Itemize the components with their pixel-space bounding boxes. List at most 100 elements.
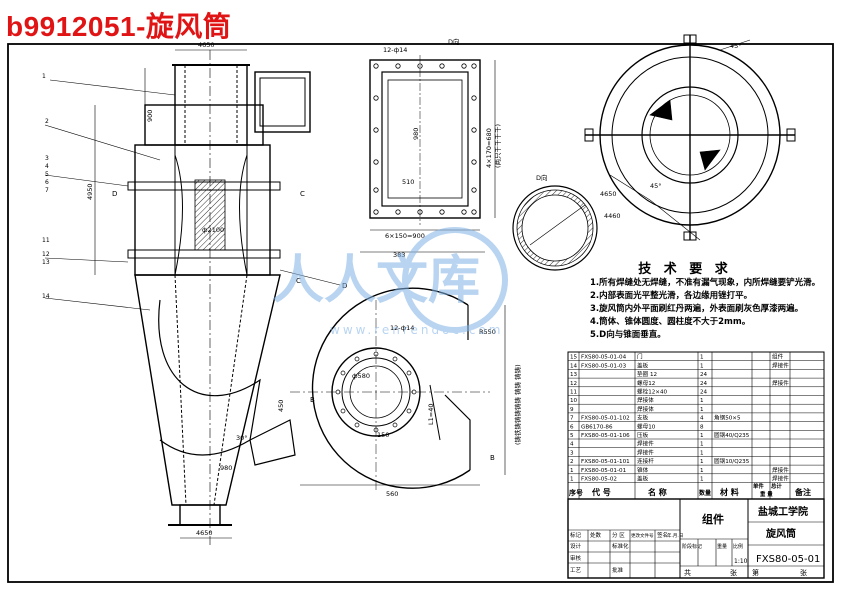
bom-cell-name: 焊接件 [637, 448, 654, 456]
bom-cell-mat: 圆钢10/Q235 [714, 457, 750, 465]
part-type: 组件 [702, 512, 724, 526]
title-block-text: 组件 盐城工学院 旋风筒 FXS80-05-01 1:10 标记 处数 分 区 … [570, 505, 820, 577]
bom-cell-qty: 4 [700, 416, 704, 422]
bom-head-code: 代 号 [591, 487, 611, 497]
dim-top-width: 4650 [198, 41, 215, 49]
callout-11: 11 [42, 237, 50, 244]
drawing-number: FXS80-05-01 [756, 554, 820, 565]
scale-value: 1:10 [734, 558, 748, 565]
bom-row-lines [568, 360, 824, 483]
bom-cell-n: 1 [570, 468, 574, 474]
bom-cell-n: 5 [570, 433, 574, 439]
tb-change: 更改文件号 [631, 532, 654, 539]
bom-cell-n: 6 [570, 424, 574, 430]
tb-sheet-unit: 张 [800, 568, 807, 577]
tech-item: 2.内部表面光平整光滑，各边缘用锉打平。 [590, 291, 753, 301]
bom-cell-qty: 24 [700, 372, 708, 378]
bom-header: 序号 代 号 名 称 数量 材 料 单件 总计 重 量 备注 [568, 482, 811, 498]
callout-1: 1 [42, 73, 46, 80]
tb-approve: 批准 [612, 566, 624, 574]
view-d2-label: D向 [536, 173, 548, 182]
bom-cell-name: 焊接体 [637, 396, 654, 404]
bom-cell-n: 14 [570, 363, 578, 369]
spiral-volute-view [290, 287, 506, 490]
dim-flange-bolts: 12-ф14 [390, 324, 414, 332]
bom-cell-code: FXS80-05-01-03 [581, 363, 627, 369]
dim-plate-holes: 12-ф14 [383, 46, 407, 54]
tb-process: 工艺 [570, 567, 582, 574]
bom-cell-note: 焊接件 [772, 466, 789, 474]
bom-cell-qty: 1 [700, 450, 704, 456]
bom-cell-qty: 1 [700, 442, 704, 448]
label-c-right: C [300, 190, 305, 198]
flange-bolt-holes [335, 351, 417, 433]
dim-total-height: 4950 [86, 183, 94, 200]
dim-flange-diameter: ф580 [352, 372, 370, 380]
bom-cell-note: 焊接件 [772, 361, 789, 369]
bom-cell-qty: 24 [700, 390, 708, 396]
dim-ring-d2: 4460 [604, 212, 621, 220]
bom-head-weight: 重 量 [760, 490, 773, 498]
tb-sheets-total: 共 [684, 568, 691, 577]
bom-cell-n: 10 [570, 398, 578, 404]
bom-cell-n: 13 [570, 372, 578, 378]
dim-ring-d1: 4650 [600, 190, 617, 198]
dim-bottom-width: 4650 [196, 529, 213, 537]
dim-spiral-note: (铸铁铸铸铸铸铸 铸铸 铸铸) [513, 364, 522, 445]
bom-cell-code: FXS80-05-01-102 [581, 416, 630, 422]
bom-cell-n: 9 [570, 407, 574, 413]
bom-cell-qty: 1 [700, 468, 704, 474]
tb-sign: 签名 [657, 531, 668, 539]
dim-plate-outer: 383 [393, 251, 405, 259]
bom-cell-name: 垫圈 12 [637, 370, 657, 378]
bom-cell-qty: 1 [700, 433, 704, 439]
plate-view [360, 55, 496, 253]
bom-cell-name: 压板 [637, 431, 649, 439]
bom-cell-name: 螺母10 [637, 422, 656, 430]
dim-angle-30: 30° [236, 434, 248, 442]
bom-cell-qty: 1 [700, 477, 704, 483]
d-view-ring [512, 185, 598, 271]
callout-4: 4 [45, 163, 49, 170]
bom-cell-qty: 1 [700, 459, 704, 465]
bom-cell-n: 1 [570, 477, 574, 483]
bom-cell-qty: 1 [700, 355, 704, 361]
label-d-arrow: D [342, 282, 347, 290]
bom-cell-qty: 24 [700, 381, 708, 387]
bom-cell-name: 盖板 [637, 361, 649, 369]
bom-cell-mat: 角钢50×5 [714, 414, 741, 422]
tech-item: 5.D向与锥面垂直。 [590, 330, 666, 340]
page-title: b9912051-旋风筒 [6, 11, 232, 42]
part-name: 旋风筒 [765, 527, 796, 540]
tb-weight: 重量 [717, 543, 727, 550]
bom-cell-n: 7 [570, 416, 574, 422]
tech-requirements: 技 术 要 求 1.所有焊缝处无焊缝，不准有漏气现象，内所焊缝要铲光滑。 2.内… [590, 258, 840, 342]
watermark-cn: 人人文库 [272, 251, 480, 311]
bom-cell-n: 15 [570, 355, 578, 361]
bom-cell-name: 焊接件 [637, 440, 654, 448]
tb-ratio: 比例 [733, 543, 743, 550]
bom-cell-qty: 1 [700, 398, 704, 404]
bom-cell-code: GB6170-86 [581, 424, 613, 430]
dim-plate-height: 980 [412, 128, 420, 140]
bom-cell-qty: 1 [700, 363, 704, 369]
dim-spiral-radius: R550 [479, 328, 496, 336]
tb-review: 审核 [570, 554, 582, 562]
label-b-spiral: B [310, 396, 315, 404]
bom-cell-n: 2 [570, 459, 574, 465]
bom-head-total: 总计 [771, 482, 782, 490]
callout-12: 12 [42, 251, 50, 258]
tb-count: 处数 [590, 531, 602, 539]
bom-cell-n: 3 [570, 450, 574, 456]
bom-cell-n: 4 [570, 442, 574, 448]
callout-2: 2 [45, 118, 49, 125]
watermark: 人人文库 www.renrendoc.com [272, 227, 508, 337]
dim-450: 450 [277, 400, 285, 412]
callout-13: 13 [42, 259, 50, 266]
tb-stage: 阶段标记 [682, 543, 702, 550]
tech-heading: 技 术 要 求 [638, 262, 732, 277]
dim-plate-side-note: (两只千千千千) [493, 124, 502, 168]
tech-item: 3.旋风筒内外平面刷红丹两遍，外表面刷灰色厚漆两遍。 [590, 304, 804, 314]
dimension-labels: 4650 900 4950 ф2100 4650 30° 980 450 12-… [86, 37, 742, 537]
bom-cell-code: FXS80-05-01-04 [581, 355, 627, 361]
